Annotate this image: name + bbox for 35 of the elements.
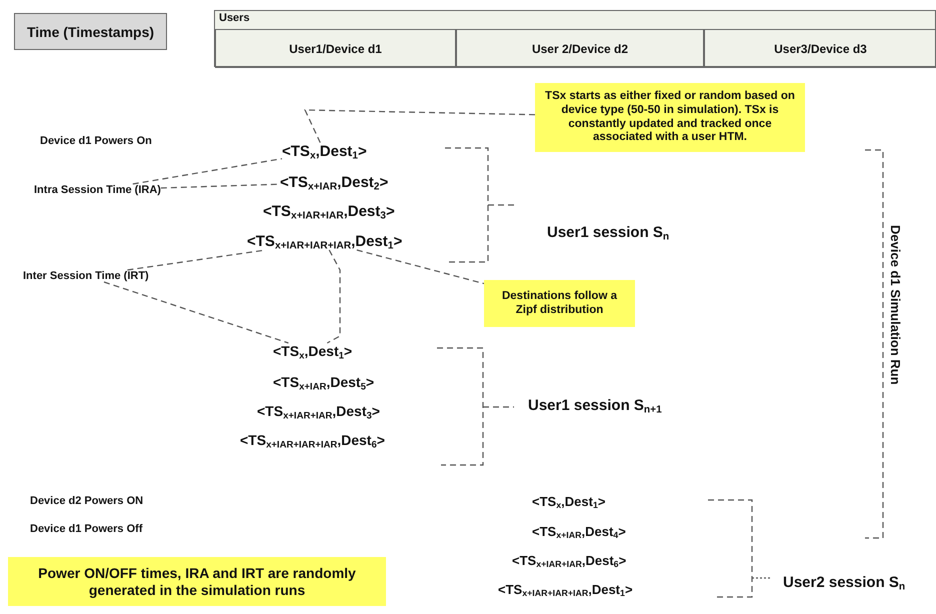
connector-line <box>326 250 341 344</box>
connector-line <box>104 281 289 344</box>
timestamp-entry: <TS$_{x}$,Dest$_{1}$> <box>532 494 606 509</box>
timestamp-entry: <TS$_{x+IAR+IAR}$,Dest$_{3}$> <box>257 403 380 419</box>
session-label: User1 session S$_{n+1}$ <box>528 397 662 414</box>
session-label: User1 session S$_{n}$ <box>547 224 670 241</box>
timestamp-entry: <TS$_{x+IAR+IAR}$,Dest$_{3}$> <box>263 203 395 220</box>
timestamp-entry: <TS$_{x}$,Dest$_{1}$> <box>282 143 367 160</box>
note-callout: TSx starts as either fixed or random based on device type (50-50 in simulation). TSx is constantly updated and tracked once associated with a user HTM. <box>535 83 805 152</box>
event-label: Device d1 Powers On <box>40 135 152 147</box>
event-label: Intra Session Time (IRA) <box>34 184 161 196</box>
table-cell: User 2/Device d2 <box>456 29 704 68</box>
connector-line <box>356 249 484 284</box>
timestamp-entry: <TS$_{x+IAR}$,Dest$_{4}$> <box>532 524 626 539</box>
timestamp-entry: <TS$_{x+IAR}$,Dest$_{2}$> <box>280 174 388 191</box>
table-cell: User1/Device d1 <box>215 29 456 68</box>
timestamp-entry: <TS$_{x+IAR+IAR+IAR}$,Dest$_{1}$> <box>498 582 633 597</box>
timestamp-entry: <TS$_{x+IAR+IAR+IAR}$,Dest$_{1}$> <box>247 233 402 250</box>
table-header <box>214 10 936 67</box>
vertical-label: Device d1 Simulation Run <box>888 225 903 385</box>
connector-line <box>304 109 536 144</box>
note-callout: Power ON/OFF times, IRA and IRT are randomly generated in the simulation runs <box>8 557 386 606</box>
event-label: Inter Session Time (IRT) <box>23 270 149 282</box>
timestamp-entry: <TS$_{x+IAR+IAR+IAR}$,Dest$_{6}$> <box>240 432 385 448</box>
session-label: User2 session S$_{n}$ <box>783 574 906 591</box>
timestamp-entry: <TS$_{x+IAR+IAR}$,Dest$_{6}$> <box>512 553 626 568</box>
table-cell: User3/Device d3 <box>704 29 936 68</box>
timestamp-entry: <TS$_{x+IAR}$,Dest$_{5}$> <box>273 374 374 390</box>
event-label: Device d2 Powers ON <box>30 495 144 507</box>
header-box: Time (Timestamps) <box>14 13 167 50</box>
header-text: Users <box>219 12 250 24</box>
note-callout: Destinations follow a Zipf distribution <box>484 280 635 327</box>
event-label: Device d1 Powers Off <box>30 523 142 535</box>
connector-line <box>132 158 282 185</box>
timestamp-entry: <TS$_{x}$,Dest$_{1}$> <box>273 343 352 359</box>
